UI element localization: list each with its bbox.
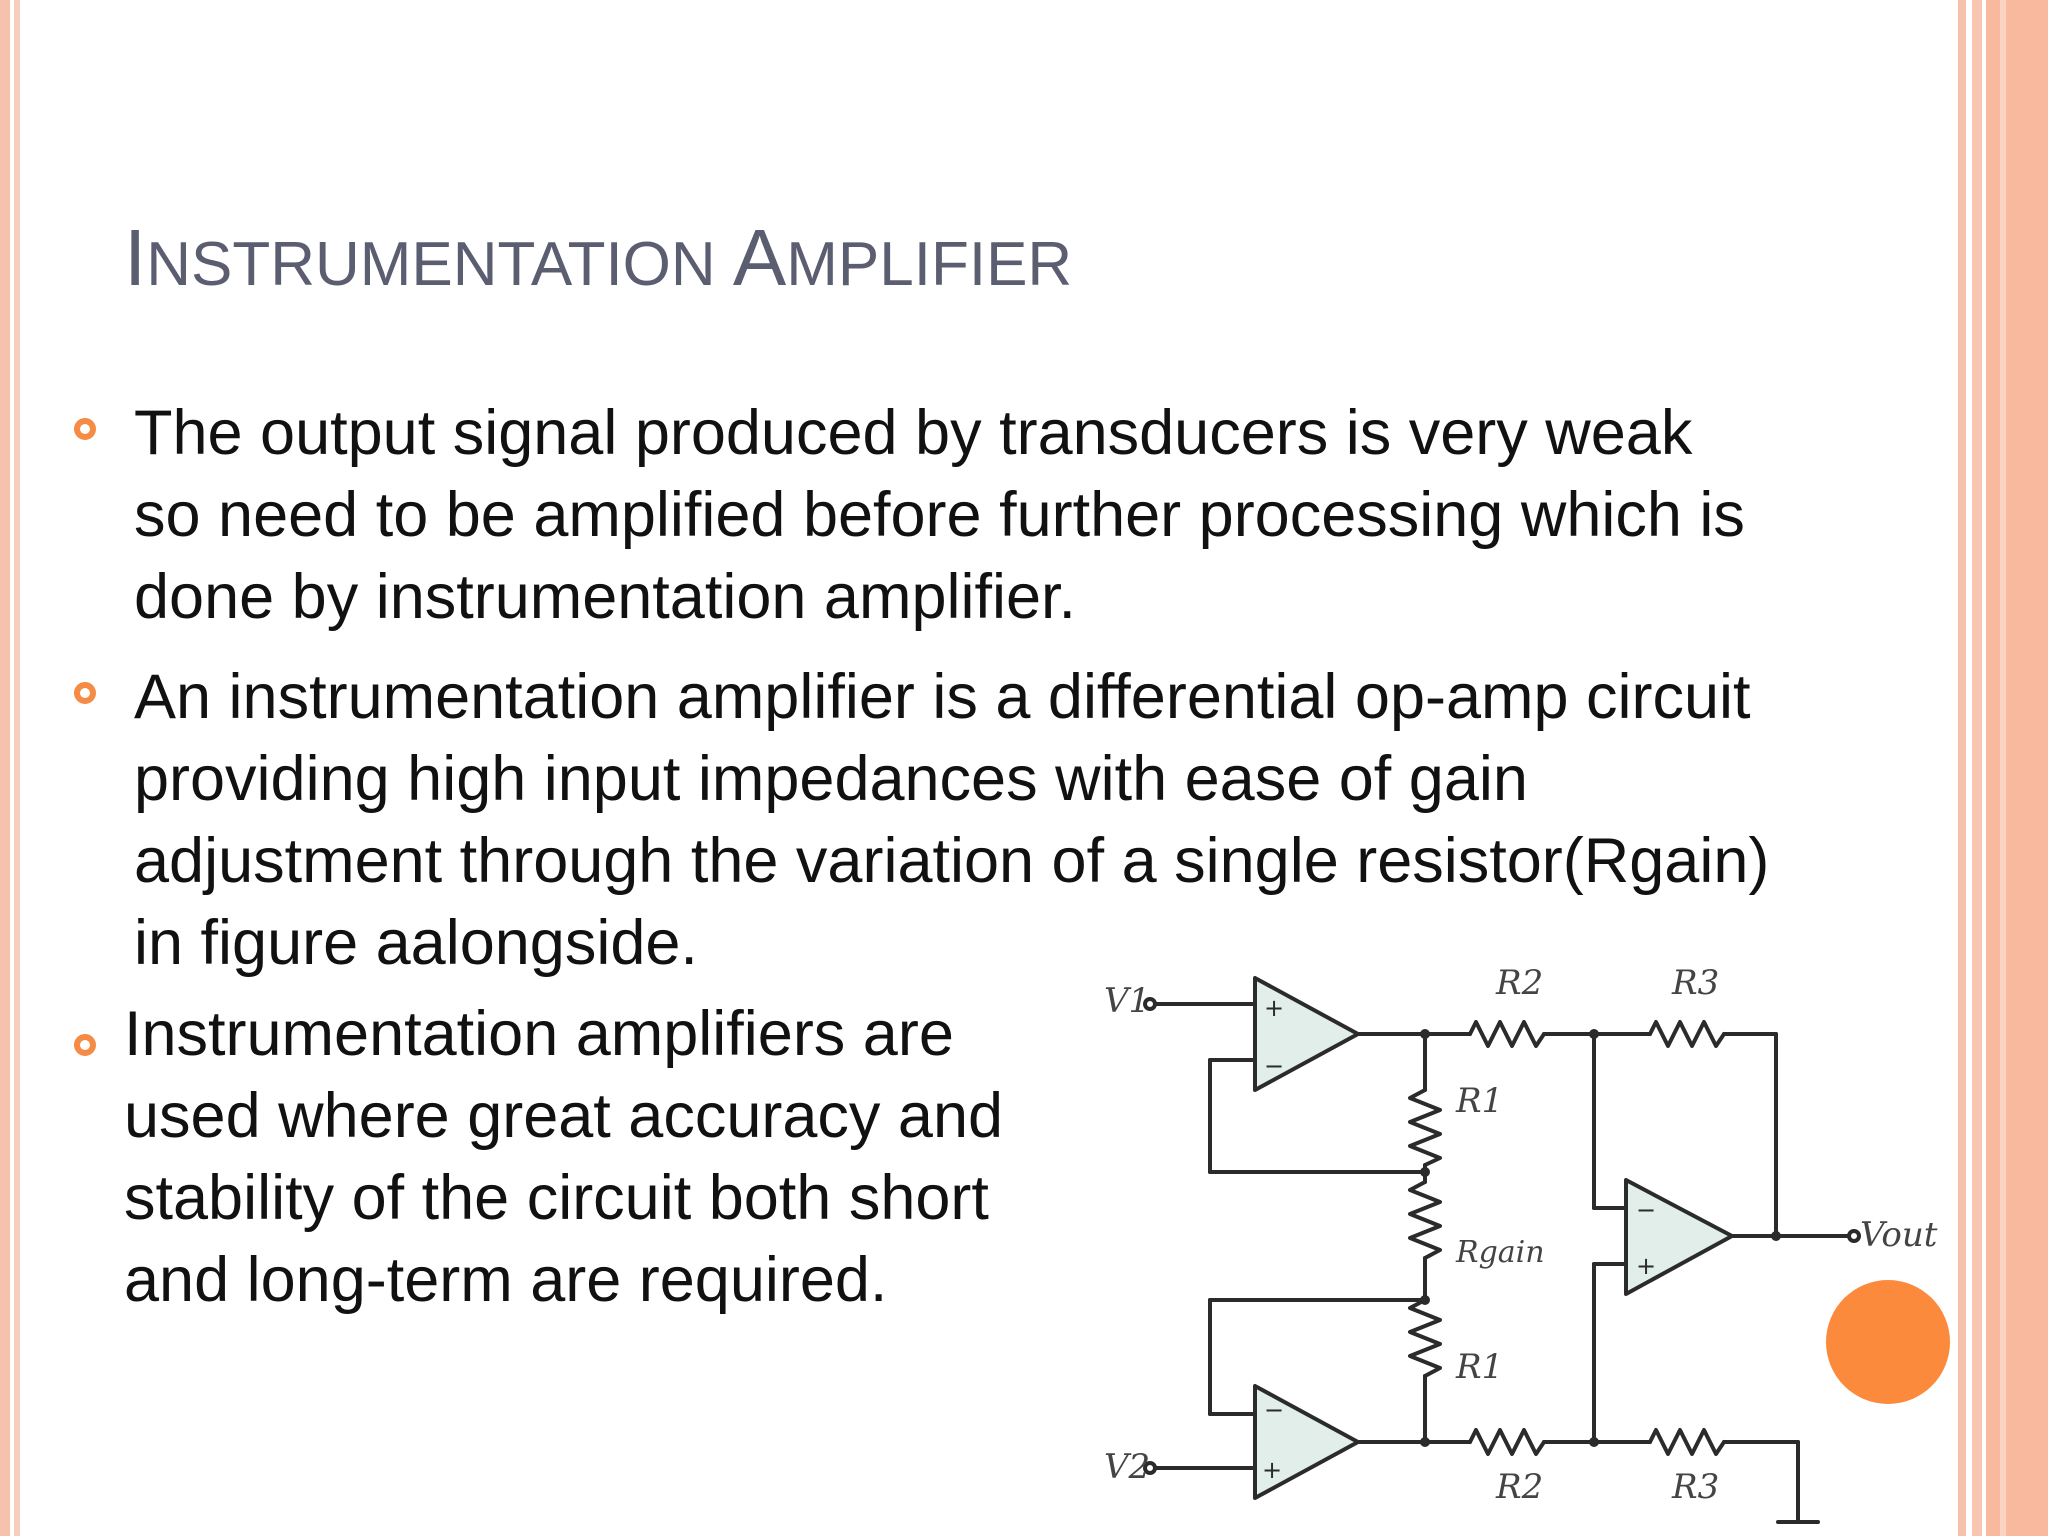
r2-bottom-label: R2: [1495, 1467, 1543, 1507]
bullet-icon: [74, 1034, 96, 1056]
r3-bottom-label: R3: [1671, 1467, 1719, 1507]
r2-top-label: R2: [1495, 963, 1543, 1003]
instrumentation-amplifier-circuit: + − − + − + V1 V2 Vout R1 Rgain R1 R2 R3…: [1104, 963, 1938, 1524]
v2-label: V2: [1104, 1447, 1150, 1487]
bullet-text-3: Instrumentation amplifiers are used wher…: [124, 999, 1004, 1315]
left-border-stripe: [0, 0, 10, 1536]
right-border-stripe-2: [1972, 0, 1982, 1536]
left-border-stripe-inner: [14, 0, 20, 1536]
right-border-band: [1986, 0, 2048, 1536]
top-opamp-minus: −: [1264, 1052, 1284, 1080]
rgain-label: Rgain: [1455, 1235, 1545, 1270]
out-opamp-plus: +: [1636, 1252, 1656, 1280]
bullet-icon: [74, 682, 96, 704]
bullet-text-1: The output signal produced by transducer…: [134, 398, 1745, 632]
junction-dots: [1420, 1029, 1781, 1447]
bullet-icon: [74, 418, 96, 440]
v1-label: V1: [1104, 981, 1150, 1021]
bullet-text-2: An instrumentation amplifier is a differ…: [134, 662, 1770, 978]
bottom-opamp-minus: −: [1264, 1396, 1284, 1424]
r1-bottom-label: R1: [1455, 1347, 1503, 1387]
slide-title: INSTRUMENTATION AMPLIFIER: [124, 213, 1073, 302]
decorative-orange-circle: [1826, 1280, 1950, 1404]
r1-top-label: R1: [1455, 1081, 1503, 1121]
top-opamp-plus: +: [1264, 994, 1284, 1022]
right-border-stripe-inner: [2000, 0, 2006, 1536]
vout-label: Vout: [1860, 1215, 1938, 1255]
right-border-stripe: [1958, 0, 1966, 1536]
out-opamp-minus: −: [1636, 1196, 1656, 1224]
bottom-opamp-plus: +: [1262, 1456, 1282, 1484]
r3-top-label: R3: [1671, 963, 1719, 1003]
